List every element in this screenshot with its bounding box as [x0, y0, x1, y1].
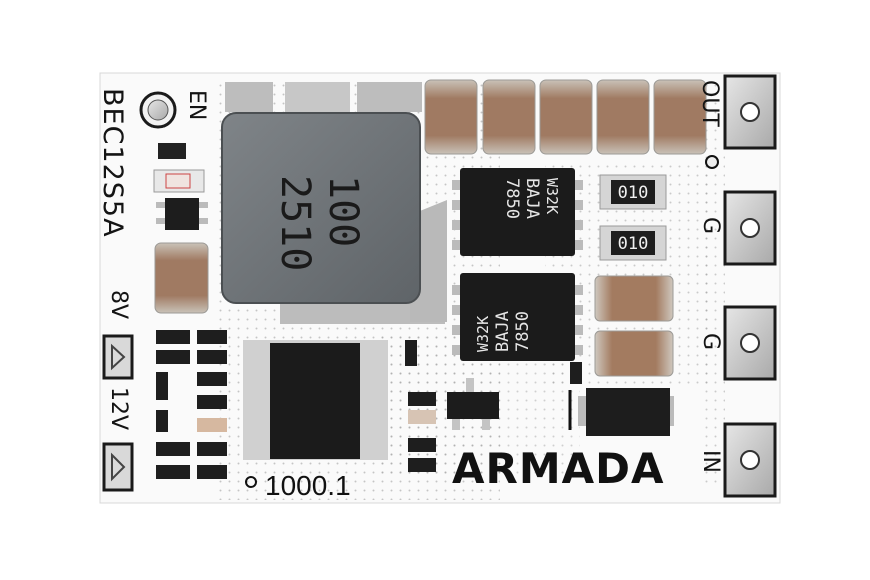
mosfet-top: 7850 BAJA W32K: [452, 168, 583, 256]
terminal-ground-2: [723, 305, 777, 381]
resistor-2: 010: [599, 225, 667, 261]
mosfet-top-line2: BAJA: [522, 178, 542, 219]
input-capacitors: [594, 275, 674, 377]
led-component: [153, 143, 205, 193]
jumper-12v-label: 12V: [106, 387, 131, 430]
sot23-component: [447, 378, 499, 430]
power-inductor: 100 2510: [221, 112, 421, 304]
output-capacitors: [424, 79, 707, 155]
resistor-1: 010: [599, 174, 667, 210]
controller-ic: [243, 340, 388, 460]
enable-label: EN: [184, 90, 209, 120]
input-diode: [568, 388, 674, 436]
jumper-8v-label: 8V: [106, 290, 131, 319]
left-capacitor: [154, 242, 209, 314]
brand-logo: ARMADA: [452, 444, 665, 493]
ground-2-label: G: [698, 333, 723, 350]
mosfet-bottom-line1: 7850: [513, 311, 533, 352]
enable-test-point: [139, 91, 177, 129]
mosfet-top-line3: W32K: [543, 178, 561, 214]
inductor-code-line1: 100: [320, 175, 366, 247]
terminal-out: [723, 74, 777, 150]
input-label: IN: [698, 450, 723, 473]
mosfet-bottom: 7850 BAJA W32K: [452, 273, 583, 361]
resistor-1-code: 010: [618, 183, 649, 203]
inductor-code-line2: 2510: [272, 175, 318, 271]
jumper-12v: [102, 442, 134, 492]
mosfet-top-line1: 7850: [502, 178, 522, 219]
small-transistor: [156, 198, 208, 230]
mosfet-bottom-line3: W32K: [474, 316, 492, 352]
version-label: 1000.1: [265, 470, 351, 501]
output-test-point: [705, 155, 719, 169]
passive-components: [156, 330, 582, 479]
terminal-ground-1: [723, 190, 777, 266]
terminal-in: [723, 422, 777, 498]
model-label: BEC12S5A: [97, 88, 128, 238]
jumper-8v: [102, 334, 134, 380]
mosfet-bottom-line2: BAJA: [493, 311, 513, 352]
resistor-2-code: 010: [618, 234, 649, 254]
ground-1-label: G: [698, 217, 723, 234]
fiducial-mark: [245, 476, 257, 488]
out-label: OUT: [697, 80, 722, 127]
